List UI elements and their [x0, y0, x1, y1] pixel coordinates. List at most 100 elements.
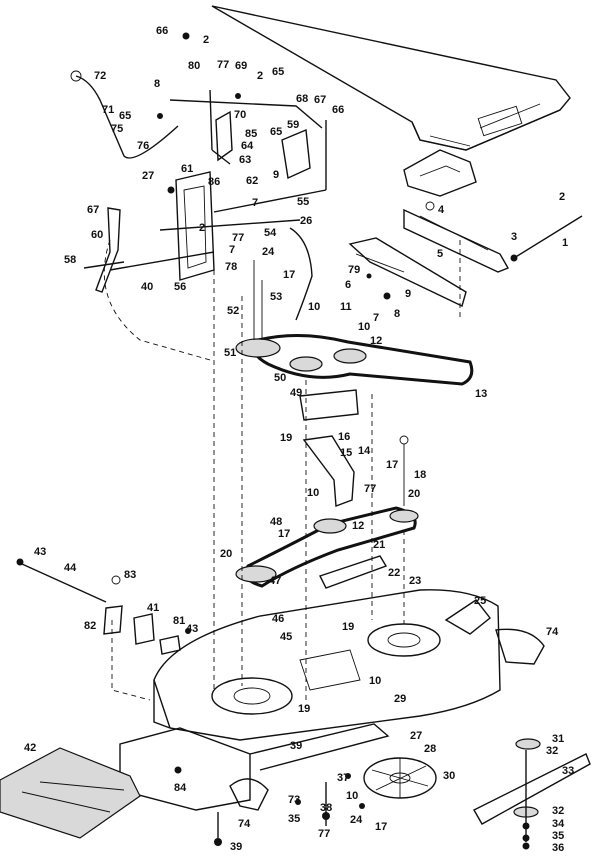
callout-27: 27 [410, 730, 423, 742]
callout-35: 35 [288, 813, 301, 825]
callout-65: 65 [272, 66, 285, 78]
callout-21: 21 [373, 539, 386, 551]
callout-2: 2 [203, 34, 210, 46]
callout-6: 6 [345, 279, 352, 291]
callout-61: 61 [181, 163, 194, 175]
callout-39: 39 [290, 740, 303, 752]
callout-79: 79 [348, 264, 361, 276]
callout-54: 54 [264, 227, 277, 239]
lift-rod-left [16, 558, 191, 655]
callout-84: 84 [174, 782, 187, 794]
callout-17: 17 [375, 821, 388, 833]
callout-37: 37 [337, 772, 350, 784]
callout-48: 48 [270, 516, 283, 528]
callout-47: 47 [269, 575, 282, 587]
callout-5: 5 [437, 248, 444, 260]
callout-36: 36 [552, 842, 565, 854]
callout-49: 49 [290, 387, 303, 399]
callout-13: 13 [475, 388, 488, 400]
lift-bracket-right [348, 201, 583, 307]
callout-56: 56 [174, 281, 187, 293]
callout-9: 9 [405, 288, 412, 300]
callout-30: 30 [443, 770, 456, 782]
callout-10: 10 [307, 487, 320, 499]
callout-26: 26 [300, 215, 313, 227]
callout-19: 19 [342, 621, 355, 633]
callout-2: 2 [257, 70, 264, 82]
callout-10: 10 [308, 301, 321, 313]
callout-24: 24 [262, 246, 275, 258]
callout-17: 17 [386, 459, 399, 471]
callout-63: 63 [239, 154, 252, 166]
callout-50: 50 [274, 372, 287, 384]
callout-43: 43 [34, 546, 47, 558]
callout-83: 83 [124, 569, 137, 581]
callout-7: 7 [229, 244, 236, 256]
callout-23: 23 [409, 575, 422, 587]
callout-11: 11 [340, 301, 352, 313]
callout-4: 4 [438, 204, 445, 216]
callout-76: 76 [137, 140, 150, 152]
callout-78: 78 [225, 261, 238, 273]
callout-10: 10 [346, 790, 359, 802]
callout-14: 14 [358, 445, 371, 457]
callout-39: 39 [230, 841, 243, 853]
callout-19: 19 [298, 703, 311, 715]
callout-17: 17 [283, 269, 296, 281]
callout-7: 7 [373, 312, 380, 324]
callout-59: 59 [287, 119, 300, 131]
callout-12: 12 [352, 520, 365, 532]
callout-32: 32 [546, 745, 559, 757]
callout-58: 58 [64, 254, 77, 266]
callout-2: 2 [559, 191, 566, 203]
middle-belt-assembly [235, 435, 419, 589]
callout-66: 66 [332, 104, 345, 116]
callout-3: 3 [511, 231, 518, 243]
lift-arm-assembly [70, 32, 327, 321]
callout-10: 10 [358, 321, 371, 333]
callout-44: 44 [64, 562, 77, 574]
callout-22: 22 [388, 567, 401, 579]
callout-68: 68 [296, 93, 309, 105]
callout-20: 20 [408, 488, 421, 500]
callout-65: 65 [119, 110, 132, 122]
pulley-blade [363, 738, 591, 850]
callout-64: 64 [241, 140, 254, 152]
callout-33: 33 [562, 765, 575, 777]
callout-28: 28 [424, 743, 437, 755]
callout-82: 82 [84, 620, 97, 632]
callout-19: 19 [280, 432, 293, 444]
mower-deck [119, 589, 501, 811]
callout-77: 77 [232, 232, 245, 244]
callout-15: 16 [338, 431, 351, 443]
callout-2: 2 [199, 222, 206, 234]
callout-77: 77 [318, 828, 331, 840]
callout-71: 71 [102, 104, 115, 116]
callout-77: 77 [217, 59, 230, 71]
callout-8: 8 [154, 78, 161, 90]
callout-67: 67 [87, 204, 100, 216]
callout-70: 70 [234, 109, 247, 121]
alignment-lines [103, 239, 461, 701]
upper-belt-assembly [235, 260, 474, 507]
callout-1: 1 [562, 237, 569, 249]
hood-frame [211, 5, 571, 197]
callout-18: 18 [414, 469, 427, 481]
callout-65: 65 [270, 126, 283, 138]
callout-29: 29 [394, 693, 407, 705]
callout-8: 8 [394, 308, 401, 320]
callout-27: 27 [142, 170, 155, 182]
callout-75: 75 [111, 123, 124, 135]
callout-43: 43 [186, 623, 199, 635]
callout-32: 32 [552, 805, 565, 817]
callout-66: 66 [156, 25, 169, 37]
callout-7: 7 [252, 197, 259, 209]
callout-69: 69 [235, 60, 248, 72]
callout-51: 51 [224, 347, 237, 359]
callout-85: 85 [245, 128, 258, 140]
callout-12: 12 [370, 335, 383, 347]
callout-45: 45 [280, 631, 293, 643]
callout-73: 73 [288, 794, 301, 806]
